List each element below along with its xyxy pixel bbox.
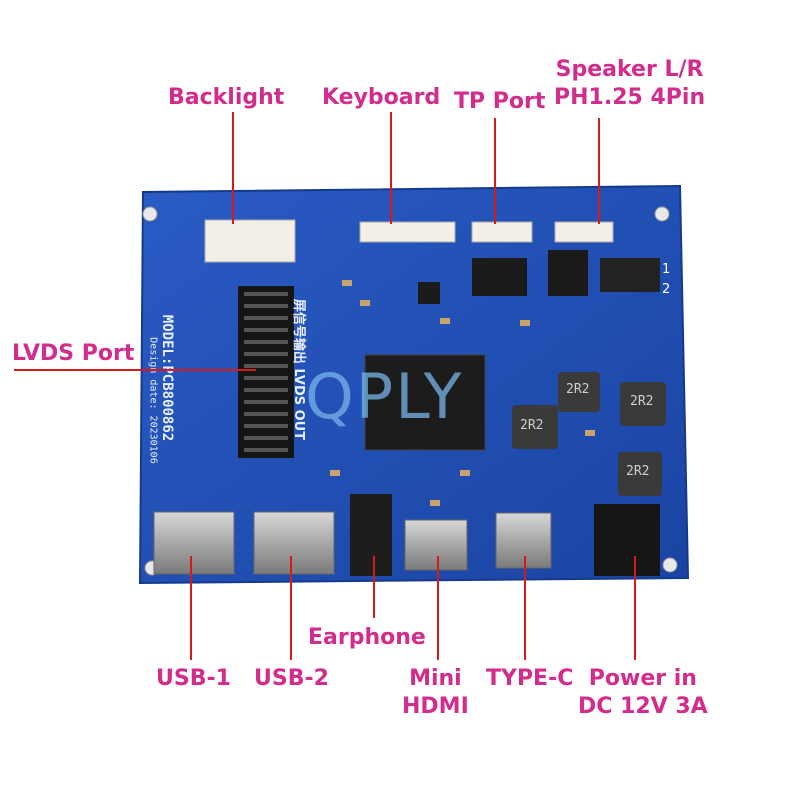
leader-line-power: [634, 556, 636, 660]
leader-line-mini-hdmi: [437, 556, 439, 660]
pin-number-1: 1: [662, 262, 671, 277]
leader-line-backlight: [232, 112, 234, 224]
label-mini-hdmi: Mini HDMI: [402, 665, 469, 721]
leader-line-earphone: [373, 556, 375, 618]
inductor-mark: 2R2: [630, 394, 654, 409]
leader-line-type-c: [524, 556, 526, 660]
label-earphone: Earphone: [308, 625, 426, 650]
label-keyboard: Keyboard: [322, 85, 441, 110]
label-usb1: USB-1: [156, 666, 231, 691]
watermark: QPLY: [305, 360, 464, 433]
leader-line-usb1: [190, 556, 192, 660]
label-speaker: Speaker L/R PH1.25 4Pin: [554, 56, 705, 112]
leader-line-lvds: [14, 369, 256, 371]
inductor-mark: 2R2: [626, 464, 650, 479]
label-lvds-port: LVDS Port: [12, 341, 135, 366]
label-mini-hdmi-line2: HDMI: [402, 694, 469, 719]
label-type-c: TYPE-C: [486, 666, 574, 691]
label-speaker-line1: Speaker L/R: [555, 57, 704, 82]
label-usb2: USB-2: [254, 666, 329, 691]
board-model-print: MODEL:PCB800862: [159, 314, 176, 442]
label-power: Power in DC 12V 3A: [578, 665, 708, 721]
inductor-mark: 2R2: [520, 418, 544, 433]
label-backlight: Backlight: [168, 85, 285, 110]
label-power-line1: Power in: [588, 666, 697, 691]
label-speaker-line2: PH1.25 4Pin: [554, 85, 706, 110]
board-design-date-print: Design date: 20230106: [147, 337, 159, 464]
leader-line-usb2: [290, 556, 292, 660]
leader-line-keyboard: [390, 112, 392, 224]
pin-number-2: 2: [662, 282, 671, 297]
inductor-mark: 2R2: [566, 382, 590, 397]
label-tp-port: TP Port: [454, 89, 546, 114]
leader-line-tp-port: [494, 118, 496, 224]
label-power-line2: DC 12V 3A: [578, 694, 708, 719]
leader-line-speaker: [598, 118, 600, 224]
label-mini-hdmi-line1: Mini: [409, 666, 462, 691]
